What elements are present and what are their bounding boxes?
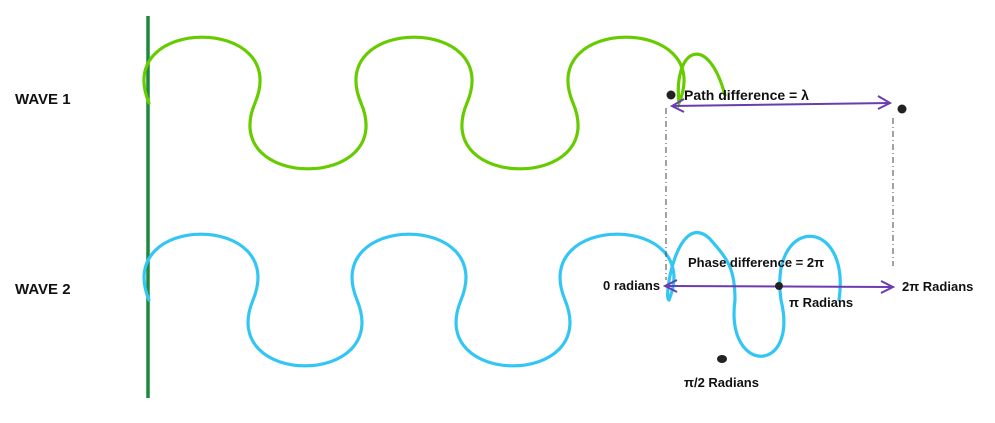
phase-difference-label: Phase difference = 2π (688, 255, 824, 270)
half-pi-point-dot (717, 355, 727, 363)
path-difference-arrow (669, 95, 893, 113)
wave-2-curve (142, 231, 842, 368)
path-difference-label: Path difference = λ (684, 87, 809, 103)
zero-radians-label: 0 radians (603, 278, 660, 293)
wave-2-label: WAVE 2 (15, 281, 71, 298)
wave-1-curve (142, 35, 727, 171)
pi-point-dot (775, 282, 783, 290)
two-pi-radians-label: 2π Radians (902, 279, 973, 294)
half-pi-radians-label: π/2 Radians (684, 375, 759, 390)
wave-1-label: WAVE 1 (15, 91, 71, 108)
path-difference-end-dot (897, 104, 907, 114)
wave-1-end-dot (666, 90, 676, 100)
pi-radians-label: π Radians (789, 295, 853, 310)
